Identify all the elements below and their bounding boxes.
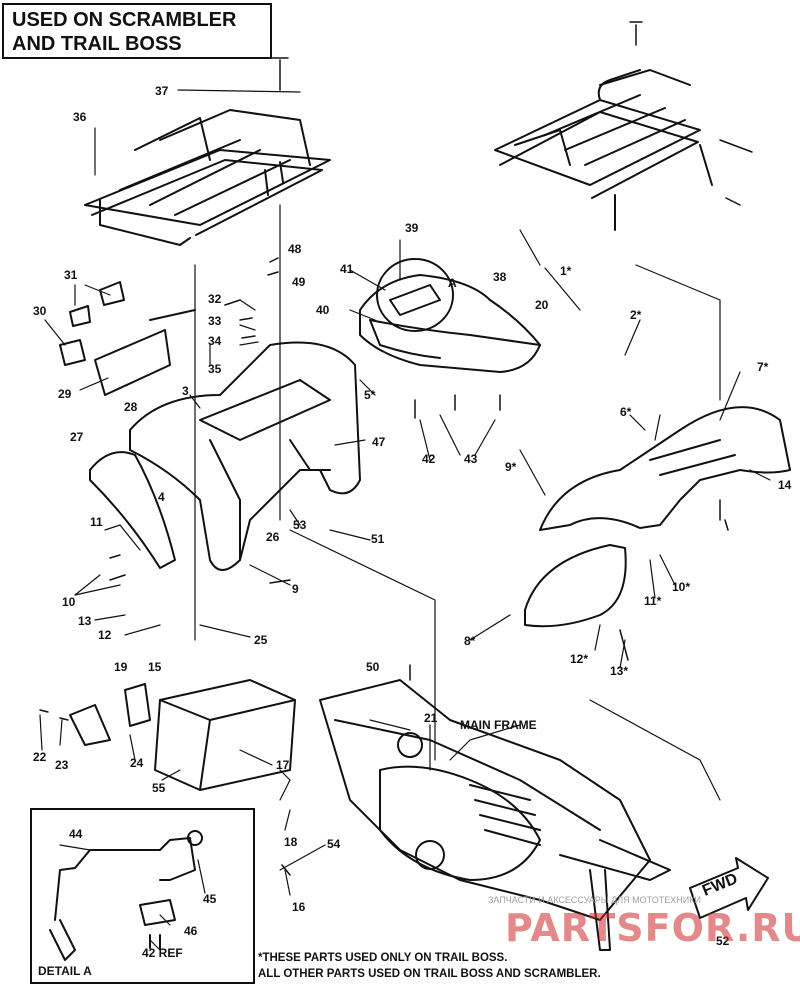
leader-lines bbox=[39, 89, 771, 951]
part-label-53: 53 bbox=[293, 518, 307, 532]
part-label-41: 41 bbox=[340, 262, 354, 276]
part-label-15: 15 bbox=[148, 660, 162, 674]
part-label-32: 32 bbox=[208, 292, 222, 306]
part-label-36: 36 bbox=[73, 110, 87, 124]
part-label-46: 46 bbox=[184, 924, 198, 938]
part-label-9b: 9 bbox=[292, 582, 299, 596]
part-label-9a: 9* bbox=[505, 460, 517, 474]
part-label-44: 44 bbox=[69, 827, 83, 841]
diagram-title-box: USED ON SCRAMBLER AND TRAIL BOSS bbox=[2, 3, 272, 59]
part-label-28: 28 bbox=[124, 400, 138, 414]
part-label-37: 37 bbox=[155, 84, 169, 98]
front-flap-drawing bbox=[524, 544, 627, 628]
footnote: *THESE PARTS USED ONLY ON TRAIL BOSS. AL… bbox=[258, 950, 601, 982]
title-line-2: AND TRAIL BOSS bbox=[12, 33, 182, 55]
fwd-arrow-shape bbox=[689, 857, 769, 919]
part-label-33: 33 bbox=[208, 314, 222, 328]
part-label-54: 54 bbox=[327, 837, 341, 851]
part-label-31: 31 bbox=[64, 268, 78, 282]
rear-rack-drawing bbox=[84, 109, 331, 246]
part-label-8: 8* bbox=[464, 634, 476, 648]
part-label-29: 29 bbox=[58, 387, 72, 401]
footnote-line-1: *THESE PARTS USED ONLY ON TRAIL BOSS. bbox=[258, 952, 508, 964]
watermark-logo: PARTSFOR.RU bbox=[505, 906, 800, 950]
part-label-35: 35 bbox=[208, 362, 222, 376]
part-label-14: 14 bbox=[778, 478, 792, 492]
part-label-55: 55 bbox=[152, 781, 166, 795]
part-label-42: 42 bbox=[422, 452, 436, 466]
part-label-17: 17 bbox=[276, 758, 290, 772]
part-label-24: 24 bbox=[130, 756, 144, 770]
part-label-34: 34 bbox=[208, 334, 222, 348]
part-label-12a: 12 bbox=[98, 628, 112, 642]
part-label-5: 5* bbox=[364, 388, 376, 402]
part-label-42-ref: 42 REF bbox=[142, 946, 183, 960]
part-label-26: 26 bbox=[266, 530, 280, 544]
part-label-16: 16 bbox=[292, 900, 306, 914]
rear-fender-drawing bbox=[129, 341, 361, 571]
part-label-25: 25 bbox=[254, 633, 268, 647]
part-label-12b: 12* bbox=[570, 652, 589, 666]
part-label-27: 27 bbox=[70, 430, 84, 444]
part-label-18: 18 bbox=[284, 835, 298, 849]
part-label-38: 38 bbox=[493, 270, 507, 284]
part-label-4: 4 bbox=[158, 490, 165, 504]
part-label-49: 49 bbox=[292, 275, 306, 289]
seat-drawing bbox=[359, 258, 541, 373]
title-line-1: USED ON SCRAMBLER bbox=[12, 9, 237, 31]
bracket-drawing bbox=[59, 281, 196, 396]
main-frame-drawing bbox=[319, 679, 671, 951]
part-label-23: 23 bbox=[55, 758, 69, 772]
front-rack-drawing bbox=[494, 69, 713, 231]
part-label-21: 21 bbox=[424, 711, 438, 725]
part-label-20: 20 bbox=[535, 298, 549, 312]
part-label-39: 39 bbox=[405, 221, 419, 235]
detail-a-title: DETAIL A bbox=[38, 964, 92, 978]
part-label-10a: 10 bbox=[62, 595, 76, 609]
part-label-40: 40 bbox=[316, 303, 330, 317]
footnote-line-2: ALL OTHER PARTS USED ON TRAIL BOSS AND S… bbox=[258, 968, 601, 980]
part-label-10b: 10* bbox=[672, 580, 691, 594]
front-fender-drawing bbox=[539, 406, 791, 531]
fasteners-drawing bbox=[39, 21, 753, 876]
part-label-50: 50 bbox=[366, 660, 380, 674]
part-label-3: 3 bbox=[182, 384, 189, 398]
part-label-47: 47 bbox=[372, 435, 386, 449]
part-label-48: 48 bbox=[288, 242, 302, 256]
battery-box-drawing bbox=[69, 679, 296, 791]
part-label-45: 45 bbox=[203, 892, 217, 906]
part-label-1: 1* bbox=[560, 264, 572, 278]
detail-a-box: 42 REF DETAIL A bbox=[30, 808, 255, 984]
part-label-7: 7* bbox=[757, 360, 769, 374]
main-frame-label: MAIN FRAME bbox=[460, 718, 537, 732]
detail-a-bracket-drawing bbox=[49, 830, 203, 961]
part-label-11b: 11* bbox=[644, 594, 662, 608]
part-label-11a: 11 bbox=[90, 515, 103, 529]
rear-flap-drawing bbox=[89, 451, 176, 569]
part-label-51: 51 bbox=[371, 532, 385, 546]
part-label-52: 52 bbox=[716, 934, 730, 948]
part-label-2: 2* bbox=[630, 308, 642, 322]
part-label-6: 6* bbox=[620, 405, 632, 419]
watermark-text: ЗАПЧАСТИ И АКСЕССУАРЫ ДЛЯ МОТОТЕХНИКИ bbox=[488, 895, 701, 905]
part-label-19: 19 bbox=[114, 660, 128, 674]
part-label-13a: 13 bbox=[78, 614, 92, 628]
part-label-22: 22 bbox=[33, 750, 47, 764]
part-label-A: A bbox=[448, 276, 457, 290]
part-label-13b: 13* bbox=[610, 664, 629, 678]
part-label-43: 43 bbox=[464, 452, 478, 466]
part-label-30: 30 bbox=[33, 304, 47, 318]
